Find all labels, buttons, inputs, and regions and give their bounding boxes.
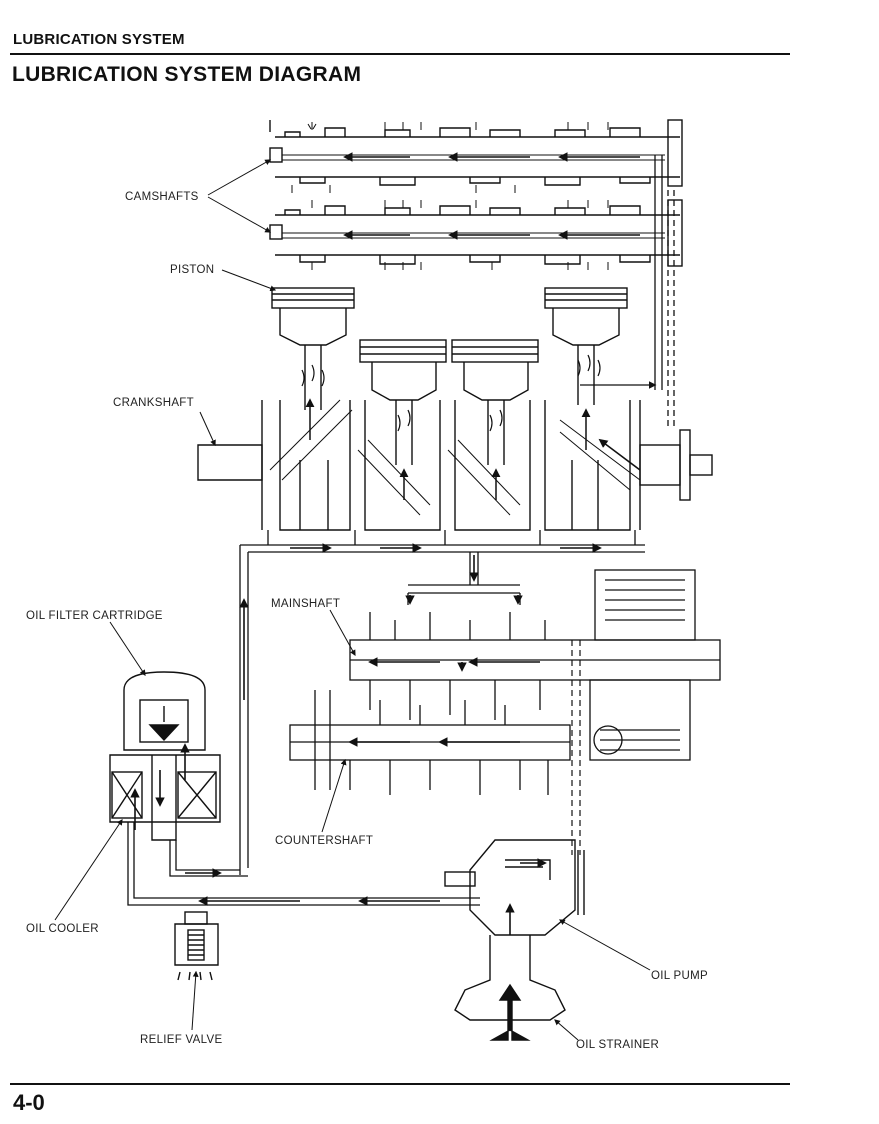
label-oil-cooler: OIL COOLER [26, 923, 99, 935]
diagram-title: LUBRICATION SYSTEM DIAGRAM [12, 63, 362, 86]
crankshaft [197, 399, 713, 531]
label-camshafts: CAMSHAFTS [125, 191, 199, 203]
piston-left [271, 287, 355, 410]
header-rule [10, 53, 790, 55]
footer-rule [10, 1083, 790, 1085]
trans-feed-passage [571, 640, 581, 855]
oil-strainer [454, 935, 566, 1041]
piston-center-left [359, 339, 447, 465]
label-crankshaft: CRANKSHAFT [113, 397, 194, 409]
piston-spray [301, 354, 601, 432]
piston-center-right [451, 339, 539, 465]
oil-pump [444, 839, 585, 936]
label-relief-valve: RELIEF VALVE [140, 1034, 222, 1046]
countershaft-assembly [289, 690, 571, 795]
camshaft-flow-arrows [343, 152, 640, 240]
clutch-assembly [589, 569, 696, 761]
label-piston: PISTON [170, 264, 214, 276]
oil-cooler [109, 754, 221, 841]
mainshaft-assembly [349, 612, 721, 720]
page-number: 4-0 [13, 1090, 45, 1115]
label-countershaft: COUNTERSHAFT [275, 835, 373, 847]
label-oil-pump: OIL PUMP [651, 970, 708, 982]
pump-flow-arrows [505, 858, 547, 935]
section-header: LUBRICATION SYSTEM [13, 31, 185, 48]
oil-filter-cartridge [123, 671, 206, 751]
relief-valve [174, 911, 219, 981]
label-mainshaft: MAINSHAFT [271, 598, 340, 610]
piston-right [544, 287, 628, 405]
return-flow-arrows [185, 868, 440, 906]
gallery-flow-arrows [239, 543, 602, 700]
label-oil-strainer: OIL STRAINER [576, 1039, 659, 1051]
label-oil-filter-cartridge: OIL FILTER CARTRIDGE [26, 610, 163, 622]
filter-flow-arrows [130, 743, 190, 830]
oil-spray-marks [291, 122, 609, 270]
camshaft-lower [269, 199, 683, 267]
head-oil-passage [580, 155, 675, 430]
leader-lines [54, 159, 651, 1041]
crank-flow-arrows [305, 398, 641, 500]
main-oil-gallery [239, 530, 645, 875]
transmission-flow-arrows [348, 657, 540, 747]
